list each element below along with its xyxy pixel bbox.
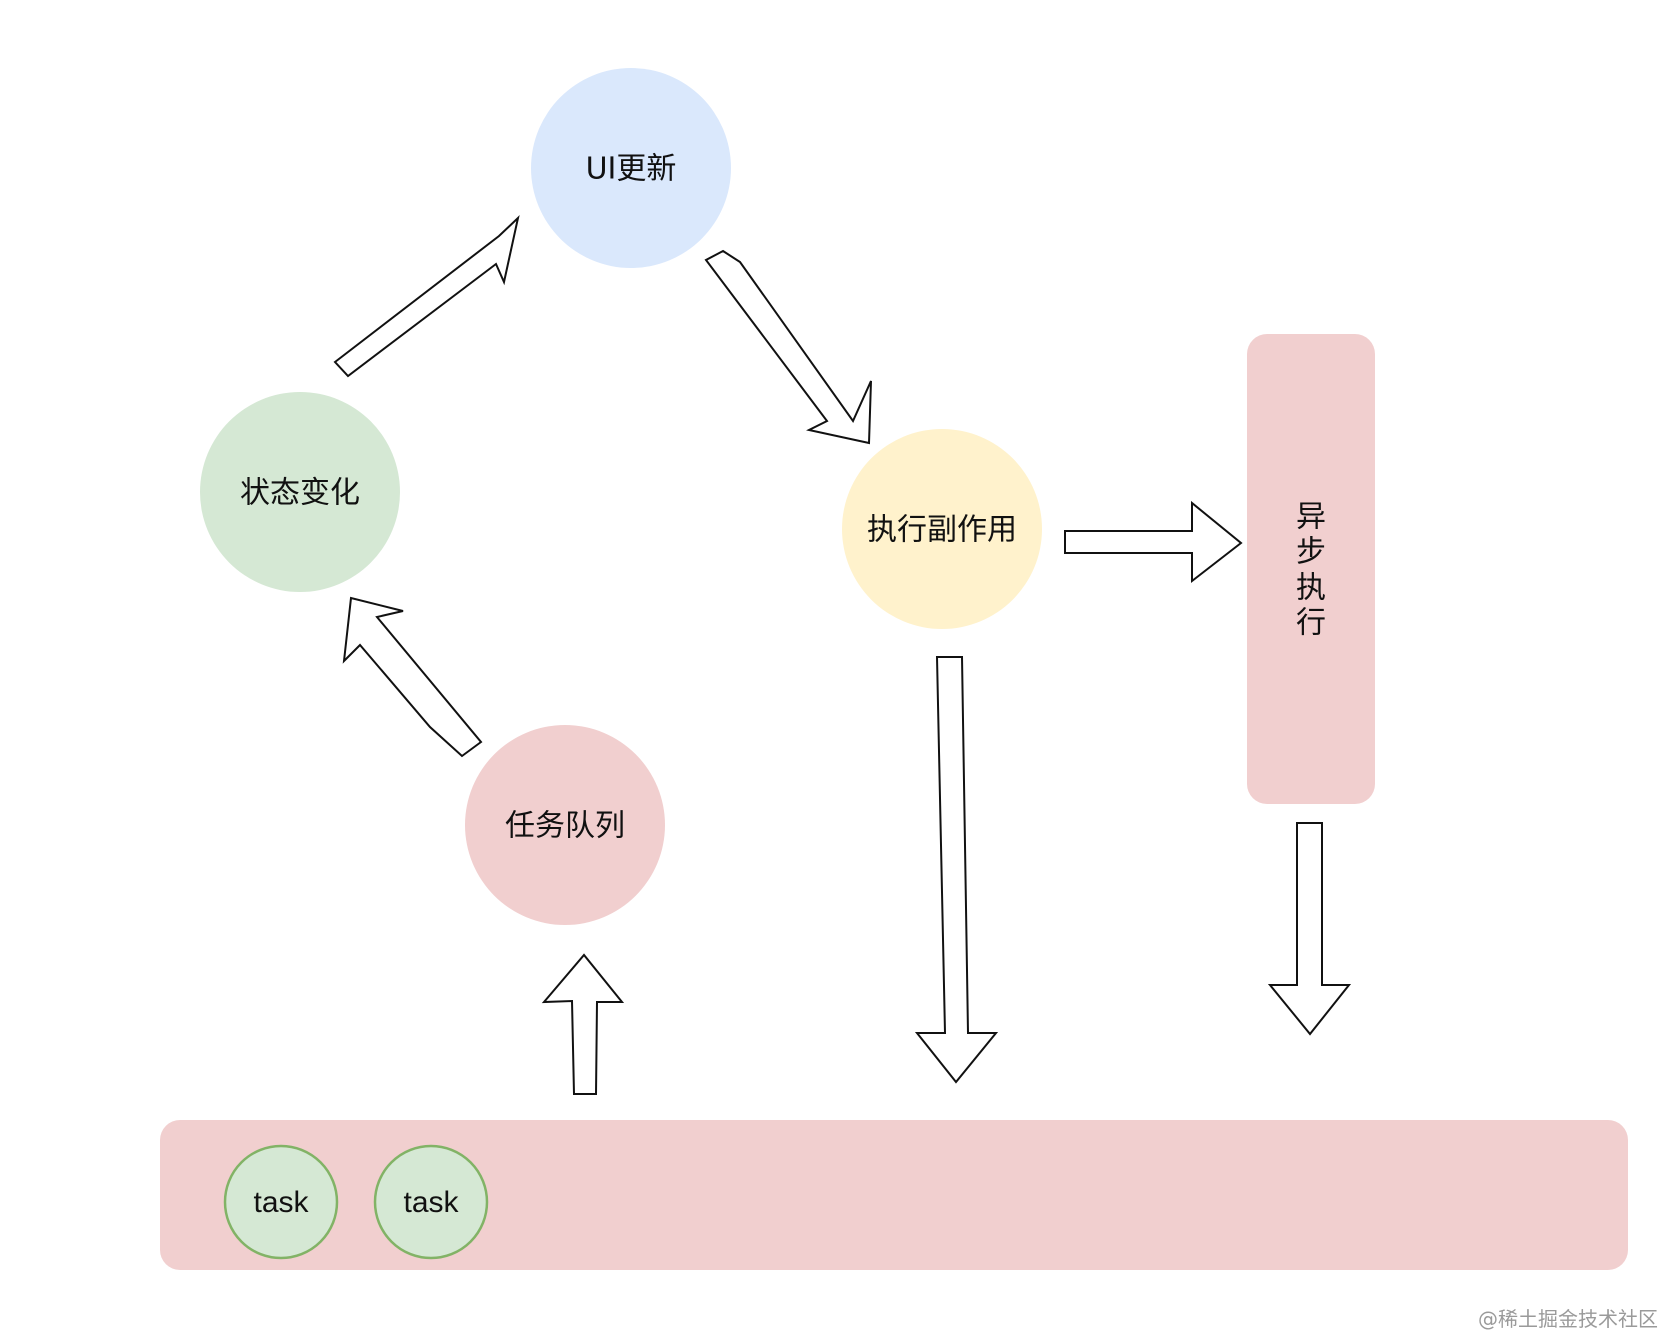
arrow-taskqueue-to-state	[342, 596, 483, 758]
node-task-queue: 任务队列	[465, 725, 665, 925]
node-state-change: 状态变化	[200, 392, 400, 592]
node-task-queue-label: 任务队列	[505, 809, 625, 844]
arrow-effects-to-async	[1064, 500, 1243, 584]
node-async-exec-char: 行	[1296, 606, 1326, 641]
node-ui-update-label: UI更新	[586, 152, 677, 187]
task-item: task	[223, 1144, 339, 1260]
arrow-async-to-queue	[1267, 822, 1352, 1036]
node-async-exec: 异 步 执 行	[1247, 334, 1375, 804]
arrow-state-to-ui	[333, 215, 520, 378]
node-async-exec-char: 执	[1296, 571, 1326, 606]
node-async-exec-char: 异	[1296, 500, 1326, 535]
arrow-effects-to-queue	[914, 656, 999, 1084]
task-label: task	[403, 1186, 459, 1219]
task-queue-bar	[160, 1120, 1628, 1270]
arrow-ui-to-effects	[704, 249, 872, 445]
task-item: task	[373, 1144, 489, 1260]
watermark-text: @稀土掘金技术社区	[1478, 1307, 1658, 1331]
arrow-queue-to-taskqueue	[541, 953, 625, 1095]
task-label: task	[253, 1186, 309, 1219]
node-run-effects: 执行副作用	[842, 429, 1042, 629]
node-async-exec-char: 步	[1296, 535, 1326, 570]
node-run-effects-label: 执行副作用	[867, 513, 1017, 548]
node-state-change-label: 状态变化	[240, 476, 360, 511]
node-ui-update: UI更新	[531, 68, 731, 268]
